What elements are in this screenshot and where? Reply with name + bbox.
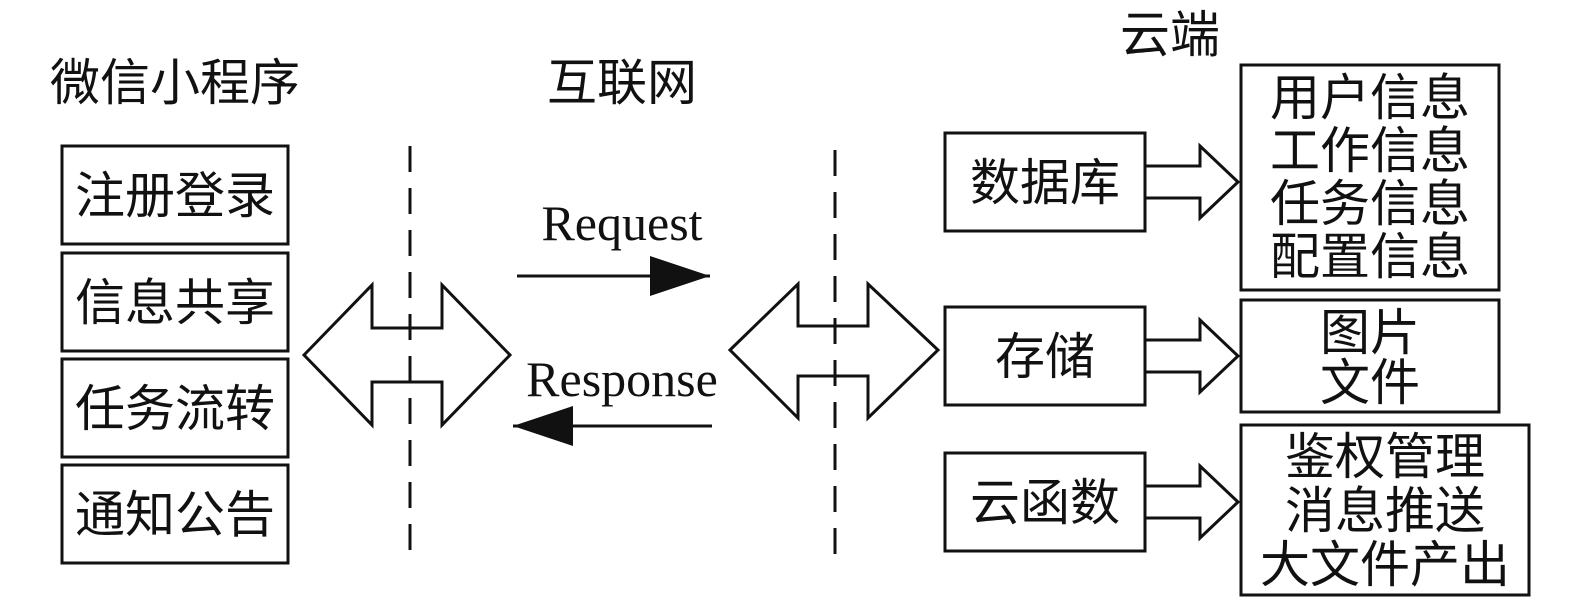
content-item: 鉴权管理 <box>1285 428 1485 486</box>
service-box-cloud-function <box>943 451 1147 553</box>
content-item: 消息推送 <box>1285 482 1485 540</box>
service-label-cloud-function: 云函数 <box>970 474 1120 532</box>
module-label: 通知公告 <box>75 486 275 544</box>
content-item: 配置信息 <box>1270 228 1470 286</box>
service-label-storage: 存储 <box>995 328 1095 386</box>
service-box-storage <box>943 305 1147 407</box>
module-box <box>60 251 290 353</box>
module-label: 任务流转 <box>75 380 275 438</box>
hollow-arrow-cloud-function <box>1145 462 1241 542</box>
service-label-database: 数据库 <box>970 154 1120 212</box>
content-item: 用户信息 <box>1270 69 1470 127</box>
content-box-database <box>1239 63 1501 292</box>
title-cloud: 云端 <box>1120 6 1220 64</box>
module-label: 注册登录 <box>75 167 275 225</box>
content-box-cloud-function <box>1239 423 1531 597</box>
hollow-arrow-storage <box>1145 316 1241 396</box>
title-miniprogram: 微信小程序 <box>50 54 300 112</box>
service-box-database <box>943 131 1147 233</box>
cloud-services: 数据库 存储 云函数 <box>943 131 1147 553</box>
module-box <box>60 463 290 565</box>
hollow-arrow-database <box>1145 142 1241 222</box>
cloud-contents: 用户信息 工作信息 任务信息 配置信息 图片 文件 鉴权管理 消息推送 大文件产… <box>1239 63 1531 597</box>
content-item: 图片 <box>1320 304 1420 362</box>
double-arrow-left <box>301 281 513 429</box>
module-box <box>60 144 290 246</box>
title-internet: 互联网 <box>547 54 697 112</box>
response-label: Response <box>526 351 718 407</box>
module-box <box>60 357 290 459</box>
content-item: 工作信息 <box>1270 122 1470 180</box>
left-modules: 注册登录 信息共享 任务流转 通知公告 <box>60 144 290 565</box>
module-label: 信息共享 <box>75 274 275 332</box>
content-box-storage <box>1239 298 1501 414</box>
content-item: 文件 <box>1320 354 1420 412</box>
double-arrow-right <box>727 280 941 422</box>
content-item: 大文件产出 <box>1260 536 1510 594</box>
content-item: 任务信息 <box>1270 175 1470 233</box>
request-label: Request <box>541 195 702 251</box>
